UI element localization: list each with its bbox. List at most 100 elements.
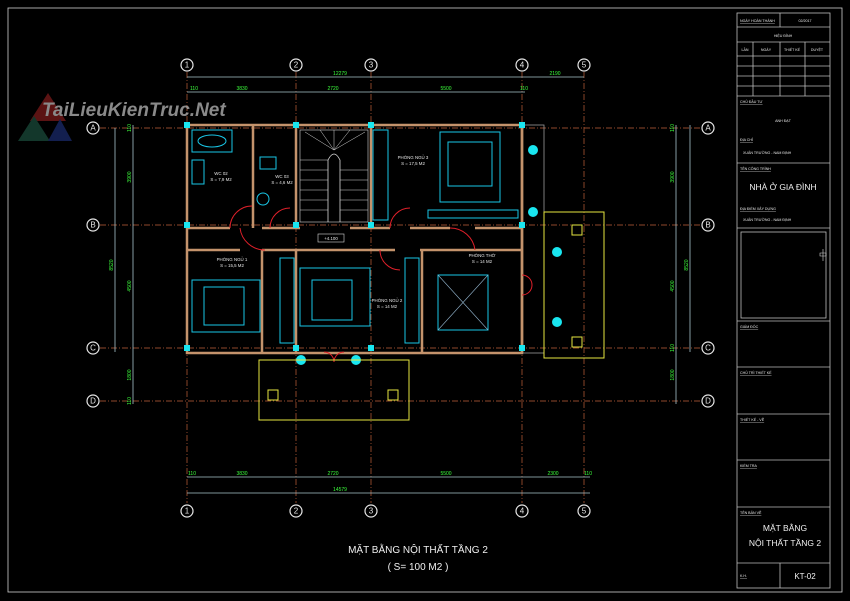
drawing-rooms-2-area: S = 17,5 M2 <box>401 161 425 166</box>
drawing-bottom_dims-segments-1: 3830 <box>236 471 247 477</box>
drawing-top_dims-segments-4: 110 <box>520 86 528 92</box>
circle-shape <box>528 207 538 217</box>
title_block-project_label: TÊN CÔNG TRÌNH <box>740 166 771 171</box>
drawing-grid_columns-0: 1 <box>185 61 190 70</box>
circle-shape <box>528 145 538 155</box>
drawing-grid_columns-4: 5 <box>582 61 587 70</box>
circle-shape <box>86 341 100 355</box>
title_block-date_label: NGÀY HOÀN THÀNH <box>740 19 775 23</box>
drawing-grid_columns-3: 4 <box>520 507 525 516</box>
path-shape <box>449 227 476 251</box>
room-labels: WC 02 S = 7,9 M2 WC 03 S = 4,6 M2 PHÒNG … <box>210 155 495 309</box>
grid-bubble-4-top <box>515 58 529 72</box>
rect-shape <box>368 222 374 228</box>
circle-shape <box>515 504 529 518</box>
rect-shape <box>184 345 190 351</box>
drawing-rooms-0-name: WC 02 <box>214 171 228 176</box>
rect-shape <box>736 12 831 589</box>
drawing-grid_rows-1: B <box>90 221 95 230</box>
drawing-left_dims-segments-0: 110 <box>127 124 133 132</box>
path-shape <box>437 274 489 331</box>
crosshair-cursor-icon <box>819 249 827 261</box>
title_block-site_label: ĐỊA ĐIỂM XÂY DỰNG <box>740 206 776 211</box>
path-shape <box>187 125 524 353</box>
drawing-right_dims-segments-2: 4500 <box>670 280 676 291</box>
level-mark: +4.100 <box>324 236 338 241</box>
drawing-rooms-5-area: S = 14 M2 <box>472 259 493 264</box>
sink-wc03 <box>256 192 270 206</box>
drawing-right_dims-segments-3: 110 <box>670 344 676 352</box>
drawing-top_dims-segments-1: 3830 <box>236 86 247 92</box>
drawing-top_dims-segments-2: 2720 <box>327 86 338 92</box>
rect-shape <box>519 222 525 228</box>
drawing-title: MẶT BẰNG NỘI THẤT TẦNG 2 <box>348 543 488 556</box>
right-wall-strip <box>521 124 545 354</box>
drawing-left_dims-segments-3: 1800 <box>127 369 133 380</box>
drawing-left_dims-segments-4: 110 <box>127 397 133 405</box>
title_block-revision_label: HIỆU ĐÍNH <box>774 33 793 38</box>
bathtub <box>191 129 233 153</box>
drawing-grid_rows-2: C <box>705 344 711 353</box>
drawing-grid_rows-3: D <box>705 397 711 406</box>
path-shape <box>229 205 253 229</box>
grid-bubbles-right: A B C D <box>701 121 715 408</box>
title_block-date_value: 02/2017 <box>799 19 812 23</box>
rect-shape <box>427 209 519 219</box>
path-shape <box>48 119 72 141</box>
title-block-image-box <box>740 231 827 319</box>
circle-shape <box>701 121 715 135</box>
drawing-rooms-5-name: PHÒNG THỜ <box>469 253 496 258</box>
drawing-grid_columns-2: 3 <box>369 507 374 516</box>
furniture <box>191 129 519 344</box>
floor-plan: +4.100 WC 02 S = 7,9 M2 WC 03 S = 4,6 M2… <box>184 122 605 421</box>
drawing-bottom_dims-segments-4: 2300 <box>547 471 558 477</box>
circle-shape <box>289 504 303 518</box>
title_block-owner_label: CHỦ ĐẦU TƯ <box>740 99 763 104</box>
ellipse-shape <box>197 134 227 148</box>
circle-shape <box>86 121 100 135</box>
rect-shape <box>543 211 605 359</box>
circle-shape <box>364 504 378 518</box>
altar <box>437 274 489 331</box>
toilet-wc03 <box>259 156 277 170</box>
drawing-top_dims-segments-0: 110 <box>190 86 198 92</box>
drawing-grid_rows-2: C <box>90 344 96 353</box>
rect-shape <box>293 222 299 228</box>
drawing-bottom_dims-overall: 14579 <box>333 487 347 493</box>
drawing-right_dims-overall: 8520 <box>684 259 690 270</box>
dimension-texts-right: 8520 110 3900 4500 110 1800 <box>670 124 690 381</box>
rect-shape <box>519 122 525 128</box>
circle-shape <box>701 218 715 232</box>
circle-shape <box>701 341 715 355</box>
rect-shape <box>447 141 493 187</box>
title_block-address_value: XUÂN TRƯỜNG - NAM ĐỊNH <box>743 150 792 155</box>
watermark-text: TaiLieuKienTruc.Net <box>42 100 226 121</box>
title_block-address_label: ĐỊA CHỈ <box>740 137 753 142</box>
drawing-left_dims-segments-1: 3900 <box>127 171 133 182</box>
title_block-owner_value: ANH ĐẠT <box>775 119 792 123</box>
rect-shape <box>203 286 245 326</box>
title_block-checker_label: KIỂM TRA <box>740 463 758 468</box>
rect-shape <box>267 389 279 401</box>
drawing-rooms-1-name: WC 03 <box>275 174 289 179</box>
grid-bubbles-top: 1 2 3 4 5 <box>180 58 591 72</box>
bed-room1 <box>191 279 261 333</box>
level-mark-box <box>317 233 345 243</box>
structural-columns <box>184 122 562 365</box>
circle-shape <box>552 317 562 327</box>
drawing-rooms-0-area: S = 7,9 M2 <box>210 177 232 182</box>
dimension-lines <box>114 76 691 494</box>
title_block-code_value: KT-02 <box>794 572 816 581</box>
grid-bubble-2-top <box>289 58 303 72</box>
sheet-frame <box>7 7 843 593</box>
grid-bubbles-bottom: 1 2 3 4 5 <box>180 504 591 518</box>
dimension-texts-top: 12279 2190 110 3830 2720 5500 110 <box>190 71 561 92</box>
wardrobe-room2 <box>404 257 420 344</box>
dimension-texts-bottom: 110 3830 2720 5500 2300 110 14579 <box>188 471 592 493</box>
rect-shape <box>258 359 410 421</box>
rect-shape <box>368 345 374 351</box>
title_block-site_value: XUÂN TRƯỜNG - NAM ĐỊNH <box>743 217 792 222</box>
rect-shape <box>571 224 583 236</box>
path-shape <box>327 153 341 222</box>
